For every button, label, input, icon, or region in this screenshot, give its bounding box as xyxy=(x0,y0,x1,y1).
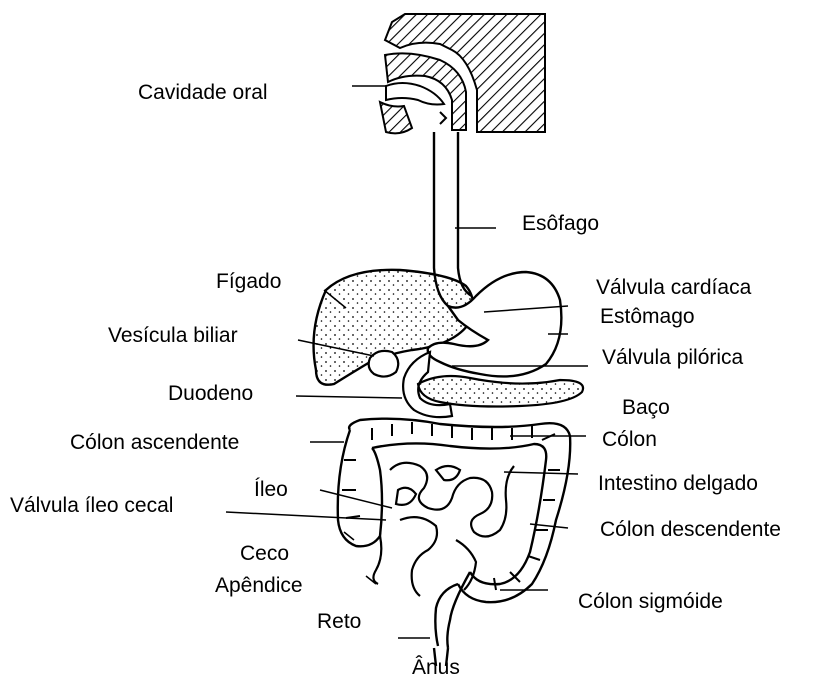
label-esofago: Esôfago xyxy=(522,212,599,236)
head-profile xyxy=(380,14,545,133)
label-colon: Cólon xyxy=(602,428,657,452)
label-colon-ascendente: Cólon ascendente xyxy=(70,431,239,455)
label-estomago: Estômago xyxy=(600,305,695,329)
label-ceco: Ceco xyxy=(240,542,289,566)
spleen xyxy=(418,376,583,407)
large-intestine xyxy=(338,419,570,603)
label-baco: Baço xyxy=(622,396,670,420)
label-cavidade-oral: Cavidade oral xyxy=(138,81,268,105)
gallbladder xyxy=(369,351,399,377)
label-anus: Ânus xyxy=(412,656,460,680)
label-colon-descendente: Cólon descendente xyxy=(600,518,781,542)
label-intestino-delgado: Intestino delgado xyxy=(598,472,758,496)
label-valvula-pilorica: Válvula pilórica xyxy=(602,346,743,370)
small-intestine xyxy=(390,463,514,596)
label-reto: Reto xyxy=(317,610,361,634)
label-valvula-ileo-cecal: Válvula íleo cecal xyxy=(10,494,173,518)
rectum xyxy=(434,572,470,666)
label-ileo: Íleo xyxy=(254,478,288,502)
label-valvula-cardiaca: Válvula cardíaca xyxy=(596,276,751,300)
label-apendice: Apêndice xyxy=(215,574,303,598)
label-colon-sigmoide: Cólon sigmóide xyxy=(578,590,723,614)
label-duodeno: Duodeno xyxy=(168,382,253,406)
label-figado: Fígado xyxy=(216,270,281,294)
label-vesicula-biliar: Vesícula biliar xyxy=(108,324,238,348)
